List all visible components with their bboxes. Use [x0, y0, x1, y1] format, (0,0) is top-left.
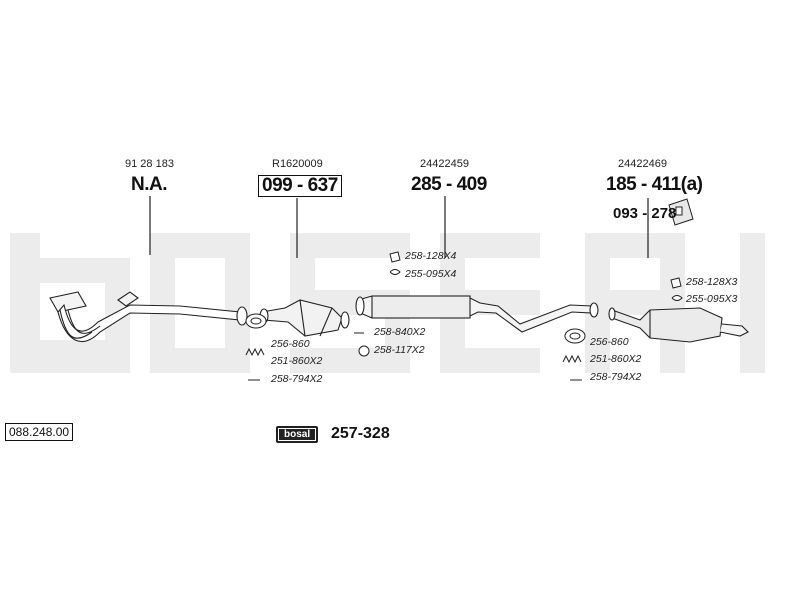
label-cat-gasket: 256-860	[271, 338, 310, 350]
clamp-symbol-mid	[389, 251, 401, 263]
middle-pipe	[355, 295, 599, 333]
kit-part-number: 257-328	[331, 425, 390, 442]
mount-part: 093 - 278	[613, 205, 677, 222]
front-pipe	[49, 291, 248, 343]
clamp-symbol-rear	[670, 277, 682, 289]
label-mid-clamp: 258-128X4	[405, 250, 457, 262]
catalytic-converter	[259, 299, 350, 337]
reference-number: 088.248.00	[5, 423, 74, 441]
assembly-3-part: 285 - 409	[411, 174, 487, 195]
assembly-4-oem: 24422469	[618, 158, 667, 170]
label-rear-bolt: 258-794X2	[590, 371, 642, 383]
label-mid-ring: 258-117X2	[374, 344, 425, 356]
label-cat-bolt: 258-794X2	[271, 373, 323, 385]
assembly-4-part: 185 - 411(a)	[606, 174, 703, 195]
bosal-kit-logo: bosal	[276, 426, 319, 443]
assembly-1-oem: 91 28 183	[125, 158, 174, 170]
ring-symbol-mid	[358, 345, 370, 357]
rubber-symbol-mid	[389, 269, 401, 275]
leader-lines	[149, 196, 649, 258]
label-rear-clamp: 258-128X3	[686, 276, 738, 288]
label-cat-spring: 251-860X2	[271, 355, 323, 367]
label-rear-spring: 251-860X2	[590, 353, 642, 365]
assembly-2-oem: R1620009	[272, 158, 323, 170]
label-rear-rubber: 255-095X3	[686, 293, 738, 305]
rear-silencer	[608, 307, 749, 343]
spring-symbol-rear	[562, 354, 582, 364]
assembly-3-oem: 24422459	[420, 158, 469, 170]
assembly-2-part: 099 - 637	[258, 175, 342, 197]
label-mid-bolt: 258-840X2	[374, 326, 426, 338]
spring-symbol-cat	[245, 347, 265, 357]
rubber-symbol-rear	[671, 295, 683, 301]
assembly-1-part: N.A.	[131, 174, 168, 195]
hardware-symbols	[245, 198, 694, 381]
label-mid-rubber: 255-095X4	[405, 268, 457, 280]
label-rear-gasket: 256-860	[590, 336, 629, 348]
